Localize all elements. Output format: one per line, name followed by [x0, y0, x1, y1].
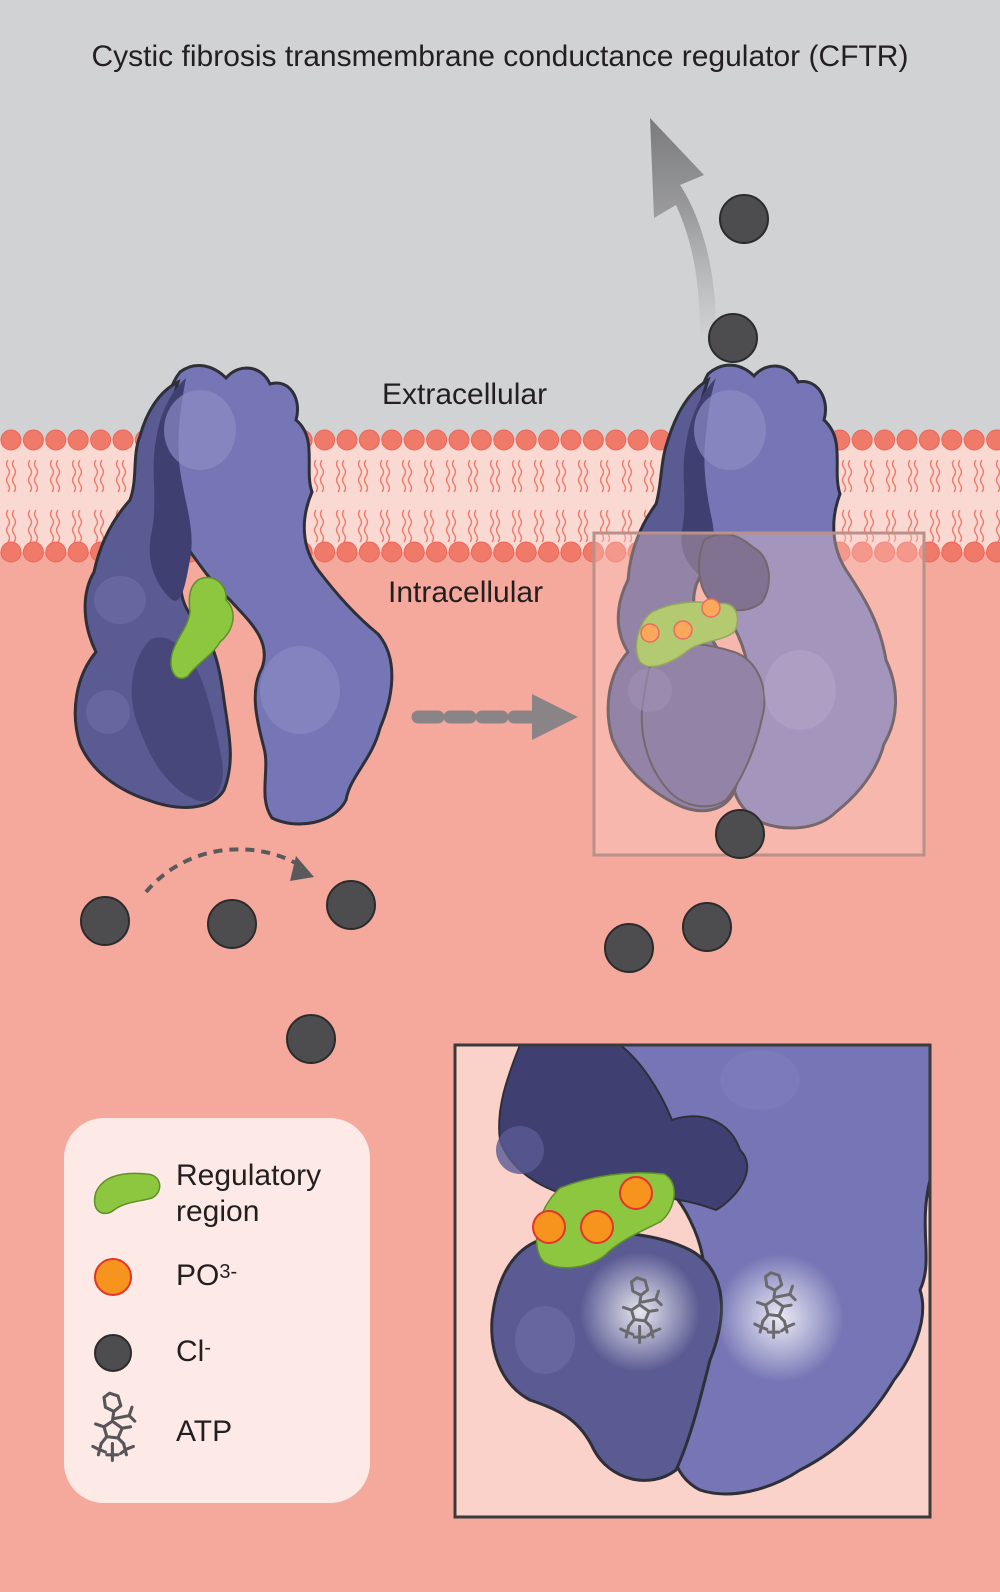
cftr-closed: [73, 363, 394, 826]
chloride-icon: [94, 1334, 132, 1372]
chloride-ion: [207, 899, 257, 949]
extracellular-label: Extracellular: [382, 378, 548, 411]
chloride-ion: [708, 313, 758, 363]
regulatory-region-icon: [93, 1172, 161, 1215]
chloride-ion: [715, 809, 765, 859]
intracellular-label: Intracellular: [388, 576, 544, 609]
ion-movement-arrow: [144, 847, 314, 894]
legend-regulatory-line2: region: [176, 1195, 260, 1228]
phosphate-inset-2: [580, 1210, 614, 1244]
chloride-ion: [719, 194, 769, 244]
legend-atp-text: ATP: [176, 1415, 233, 1448]
chloride-ion: [604, 923, 654, 973]
chloride-ion: [286, 1014, 336, 1064]
phosphate-open-2: [673, 620, 693, 640]
inset-zoom-panel: [453, 1043, 932, 1519]
regulatory-region-closed: [170, 576, 234, 679]
legend-regulatory-text: Regulatory region: [176, 1158, 321, 1230]
phosphate-inset-1: [532, 1210, 566, 1244]
chloride-ion: [80, 896, 130, 946]
chloride-ions: [80, 194, 769, 1064]
legend-phosphate-base: PO: [176, 1259, 220, 1292]
chloride-ion: [682, 902, 732, 952]
legend-phosphate-text: PO3-: [176, 1258, 237, 1294]
zoom-region-box: [592, 531, 926, 857]
extracellular-space: [0, 0, 1000, 440]
phosphate-icon: [94, 1258, 132, 1296]
legend-regulatory-line1: Regulatory: [176, 1159, 322, 1192]
diagram-title: Cystic fibrosis transmembrane conductanc…: [91, 40, 909, 73]
phosphate-open-1: [640, 623, 660, 643]
chloride-exit-arrow: [650, 118, 717, 340]
cftr-open: [606, 363, 897, 830]
legend-chloride-text: Cl-: [176, 1334, 211, 1370]
transition-arrow: [411, 694, 578, 740]
legend-chloride-base: Cl: [176, 1335, 205, 1368]
legend-chloride-sup: -: [204, 1337, 212, 1359]
phosphate-inset-3: [619, 1176, 653, 1210]
atp-icon: [91, 1391, 137, 1462]
legend-phosphate-sup: 3-: [219, 1261, 238, 1283]
chloride-ion: [326, 880, 376, 930]
legend: Regulatory region PO3- Cl- ATP: [64, 1118, 370, 1503]
phosphate-open-3: [701, 598, 721, 618]
